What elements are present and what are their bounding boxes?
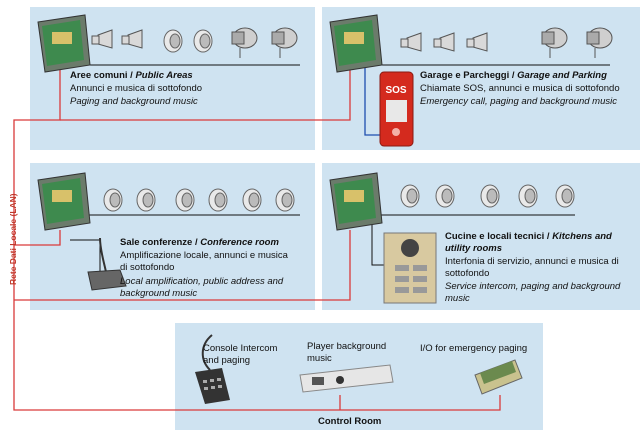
io-paging-module-icon <box>474 359 523 395</box>
sos-label: SOS <box>385 85 406 96</box>
kitchens-title: Cucine e locali tecnici / Kitchens and <box>445 231 612 242</box>
public-areas-desc-en: Paging and background music <box>70 96 198 107</box>
public-areas-desc-it: Annunci e musica di sottofondo <box>70 83 203 94</box>
kitchens-desc-en-1: Service intercom, paging and background <box>445 281 621 292</box>
control-room-title: Control Room <box>318 416 382 427</box>
player-label-1: Player background <box>307 341 387 352</box>
conference-desc-en-1: Local amplification, public address and <box>120 276 284 287</box>
lan-label: Rete Dati Locale (LAN) <box>8 193 18 285</box>
kitchens-desc-en-2: music <box>445 293 470 304</box>
conference-title: Sale conferenze / Conference room <box>120 237 279 248</box>
conference-desc-it-2: di sottofondo <box>120 262 175 273</box>
garage-title: Garage e Parcheggi / Garage and Parking <box>420 70 607 81</box>
amplifier-garage <box>329 14 383 73</box>
projector-speaker-icon <box>231 27 613 58</box>
conference-desc-en-2: background music <box>120 288 198 299</box>
lan-network <box>13 70 501 411</box>
garage-desc-en: Emergency call, paging and background mu… <box>420 96 617 107</box>
console-intercom-icon <box>195 334 230 404</box>
amplifier-kitchens <box>329 172 383 231</box>
kitchens-desc-it-2: sottofondo <box>445 268 490 279</box>
desk-microphone-icon <box>87 237 127 291</box>
kitchens-desc-it-1: Interfonia di servizio, annunci e musica… <box>445 256 619 267</box>
sos-call-unit <box>379 71 414 147</box>
svg-text:SOS: SOS <box>385 85 406 96</box>
kitchens-title-2: utility rooms <box>445 243 503 254</box>
amplifier-conference <box>37 172 91 231</box>
intercom-panel <box>383 232 437 304</box>
music-player-icon <box>299 364 394 393</box>
ceiling-speaker-icon <box>103 184 575 212</box>
garage-desc-it: Chiamate SOS, annunci e musica di sottof… <box>420 83 620 94</box>
console-label-2: and paging <box>203 355 251 366</box>
sos-cable <box>364 55 385 136</box>
player-label-2: music <box>307 353 332 364</box>
horn-speaker-icon <box>91 29 488 52</box>
console-label-1: Console Intercom <box>203 343 278 354</box>
round-speaker-icon <box>163 29 213 53</box>
conference-desc-it-1: Amplificazione locale, annunci e musica <box>120 250 288 261</box>
amplifier-public <box>37 14 91 73</box>
io-label: I/O for emergency paging <box>420 343 528 354</box>
public-areas-title: Aree comuni / Public Areas <box>70 70 193 81</box>
